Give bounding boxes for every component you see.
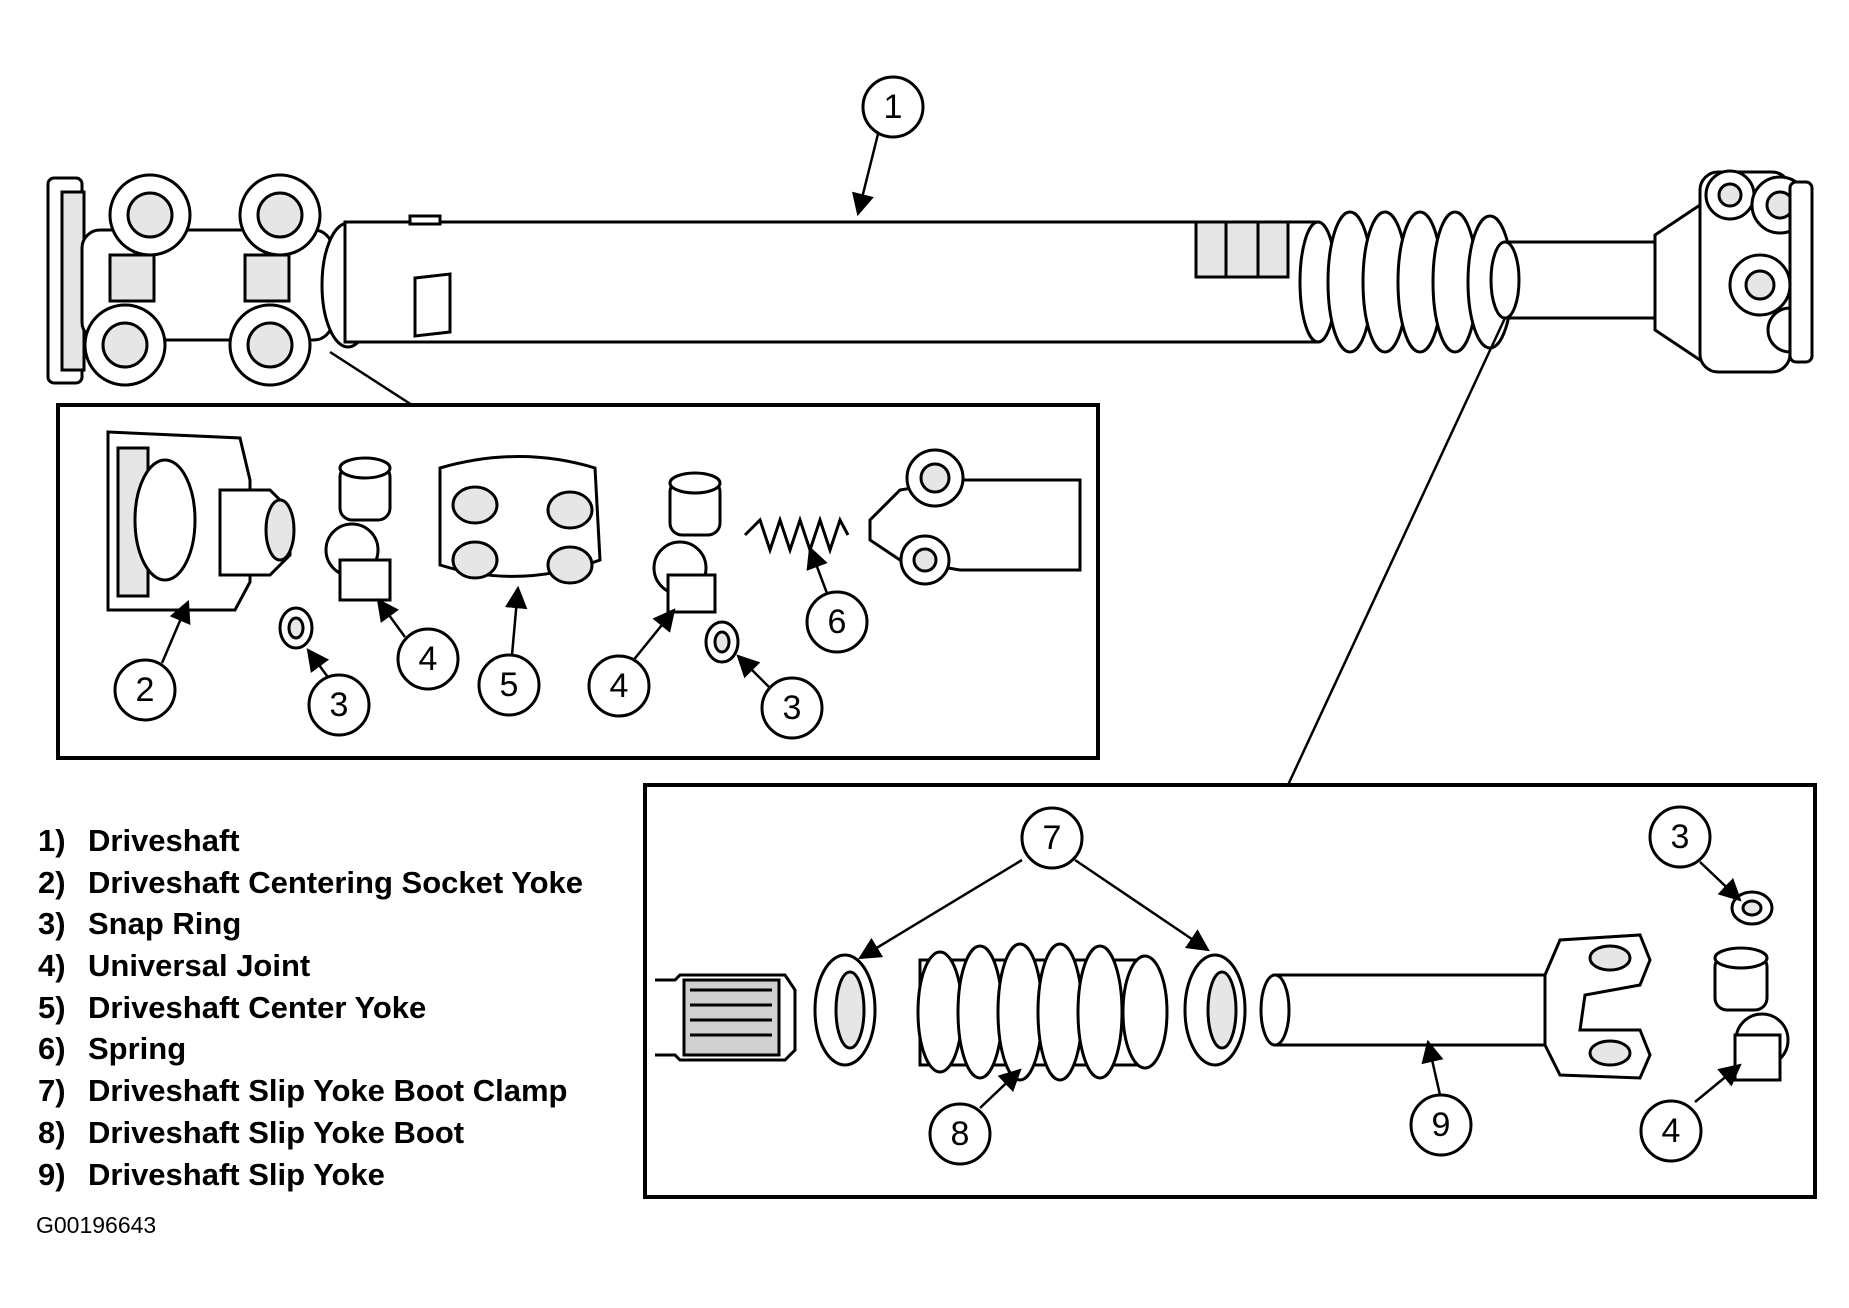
callout-3a-label: 3 <box>330 686 349 724</box>
legend-item: 6) Spring <box>38 1028 583 1070</box>
legend-item: 5) Driveshaft Center Yoke <box>38 987 583 1029</box>
legend-label: Universal Joint <box>88 948 311 984</box>
callout-8: 8 <box>928 1102 992 1166</box>
callout-4b-label: 4 <box>610 667 629 705</box>
detail-b-parts <box>655 890 1790 1082</box>
driveshaft-assembly <box>46 169 1814 387</box>
legend-number: 4) <box>38 948 66 984</box>
legend-item: 2) Driveshaft Centering Socket Yoke <box>38 862 583 904</box>
detail-box-slip-yoke <box>643 783 1817 1199</box>
legend-label: Snap Ring <box>88 906 242 942</box>
callout-1-label: 1 <box>884 88 903 126</box>
legend-number: 6) <box>38 1031 66 1067</box>
legend-item: 8) Driveshaft Slip Yoke Boot <box>38 1112 583 1154</box>
legend-item: 3) Snap Ring <box>38 903 583 945</box>
legend-number: 8) <box>38 1114 66 1150</box>
legend-number: 9) <box>38 1156 66 1192</box>
callout-3b-label: 3 <box>783 689 802 727</box>
callout-3c: 3 <box>1648 805 1712 869</box>
legend-item: 7) Driveshaft Slip Yoke Boot Clamp <box>38 1070 583 1112</box>
figure-id: G00196643 <box>36 1212 157 1238</box>
callout-arrows <box>160 133 1742 1109</box>
callout-9-label: 9 <box>1432 1106 1451 1144</box>
callout-6-label: 6 <box>828 603 847 641</box>
legend-number: 5) <box>38 989 66 1025</box>
callout-1: 1 <box>861 75 925 139</box>
callout-4a-label: 4 <box>419 640 438 678</box>
callout-2-label: 2 <box>136 671 155 709</box>
legend-label: Driveshaft Slip Yoke Boot <box>88 1114 465 1150</box>
legend-label: Spring <box>88 1031 187 1067</box>
callout-5-label: 5 <box>500 666 519 704</box>
legend-label: Driveshaft Center Yoke <box>88 989 427 1025</box>
callout-3c-label: 3 <box>1671 818 1690 856</box>
callout-5: 5 <box>477 653 541 717</box>
callout-8-label: 8 <box>951 1115 970 1153</box>
legend-label: Driveshaft <box>88 823 240 858</box>
legend-item: 4) Universal Joint <box>38 945 583 987</box>
parts-legend: 1) Driveshaft 2) Driveshaft Centering Sock… <box>38 820 583 1195</box>
legend-label: Driveshaft Centering Socket Yoke <box>88 864 584 900</box>
leader-line-box-a <box>329 350 413 407</box>
callout-2: 2 <box>113 658 177 722</box>
detail-box-ujoint <box>56 403 1100 760</box>
callout-7: 7 <box>1020 806 1084 870</box>
legend-label: Driveshaft Slip Yoke <box>88 1156 385 1192</box>
callout-3a: 3 <box>307 673 371 737</box>
legend-item: 9) Driveshaft Slip Yoke <box>38 1154 583 1196</box>
callout-7-label: 7 <box>1043 819 1062 857</box>
legend-label: Driveshaft Slip Yoke Boot Clamp <box>88 1073 568 1109</box>
detail-a-parts <box>106 430 1082 664</box>
callout-4a: 4 <box>396 627 460 691</box>
legend-number: 3) <box>38 906 66 942</box>
callout-4b: 4 <box>587 654 651 718</box>
callout-4c-label: 4 <box>1662 1112 1681 1150</box>
callout-4c: 4 <box>1639 1099 1703 1163</box>
legend-number: 7) <box>38 1073 66 1109</box>
legend-number: 2) <box>38 864 66 900</box>
callout-9: 9 <box>1409 1093 1473 1157</box>
callout-3b: 3 <box>760 676 824 740</box>
legend-number: 1) <box>38 823 66 858</box>
callout-6: 6 <box>805 590 869 654</box>
leader-line-box-b <box>1286 317 1507 786</box>
legend-item: 1) Driveshaft <box>38 820 583 862</box>
